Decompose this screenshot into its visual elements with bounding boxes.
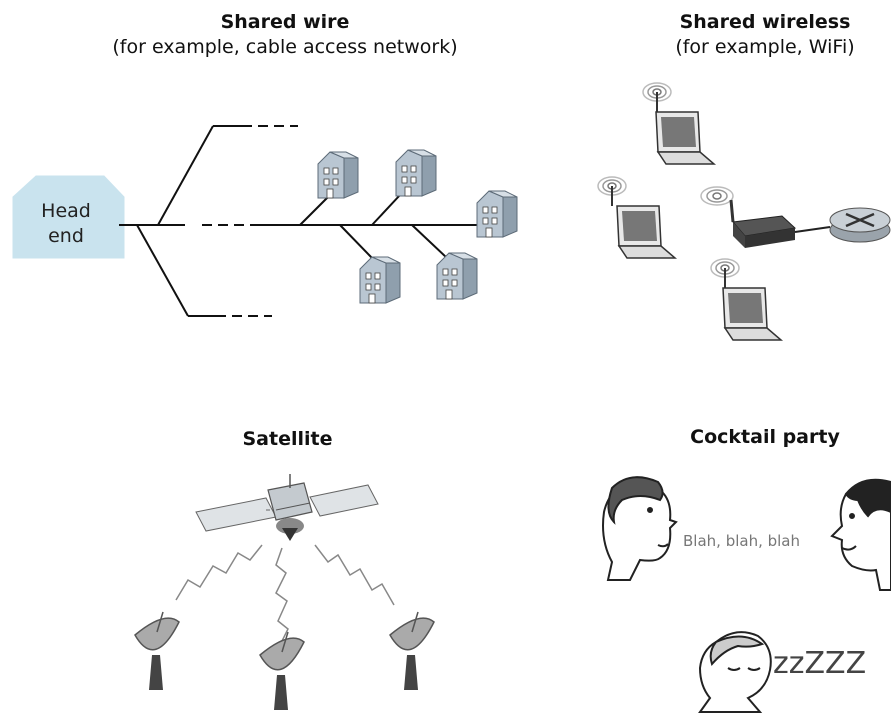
shared-wireless-title: Shared wireless bbox=[679, 11, 851, 33]
satellite-signals bbox=[175, 544, 395, 646]
head-end-label-line2: end bbox=[48, 225, 84, 247]
house-5 bbox=[436, 252, 478, 300]
house-3 bbox=[476, 190, 518, 238]
ap-router-link bbox=[794, 226, 831, 233]
talking-person-right-icon bbox=[830, 478, 891, 591]
laptop-3-icon bbox=[722, 287, 782, 341]
laptop-1-wifi-icon bbox=[642, 82, 672, 113]
ground-dish-right-icon bbox=[389, 611, 435, 691]
router-icon bbox=[829, 207, 891, 243]
laptop-2-icon bbox=[616, 205, 676, 259]
speech-text: Blah, blah, blah bbox=[683, 532, 800, 550]
ground-dish-center-icon bbox=[259, 631, 305, 711]
ground-dish-left-icon bbox=[134, 611, 180, 691]
laptop-2-wifi-icon bbox=[597, 176, 627, 207]
house-4 bbox=[359, 256, 401, 304]
satellite-icon bbox=[195, 474, 379, 541]
talking-person-left-icon bbox=[602, 476, 678, 581]
house-2 bbox=[395, 149, 437, 197]
head-end-box: Head end bbox=[12, 175, 125, 259]
laptop-3-wifi-icon bbox=[710, 258, 740, 289]
shared-wire-subtitle: (for example, cable access network) bbox=[112, 36, 458, 58]
laptop-1-icon bbox=[655, 111, 715, 165]
cable-lines bbox=[119, 125, 490, 317]
house-1 bbox=[317, 151, 359, 199]
head-end-label-line1: Head bbox=[41, 200, 91, 222]
cocktail-party-title: Cocktail party bbox=[690, 426, 840, 448]
shared-wireless-subtitle: (for example, WiFi) bbox=[675, 36, 855, 58]
shared-wire-title: Shared wire bbox=[220, 11, 350, 33]
satellite-title: Satellite bbox=[242, 428, 333, 450]
sleep-zzz-text: zzZZZ bbox=[773, 646, 866, 681]
sleeping-person-icon bbox=[698, 631, 772, 713]
access-point-icon bbox=[700, 186, 797, 248]
